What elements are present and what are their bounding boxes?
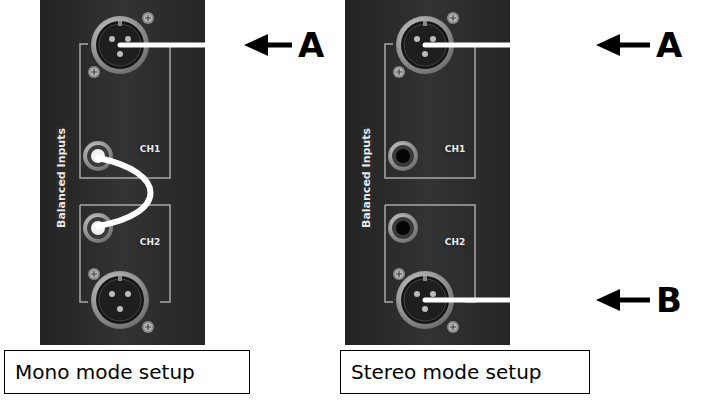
- caption-box: Mono mode setup: [4, 350, 250, 394]
- caption-text: Stereo mode setup: [351, 360, 542, 384]
- callout-letter: A: [656, 28, 682, 62]
- channel-label: CH2: [443, 238, 467, 248]
- channel-label: CH1: [443, 145, 467, 155]
- channel-label: CH1: [138, 145, 162, 155]
- mono-panel-illustration: [40, 0, 205, 345]
- input-panel: Balanced Inputs CH1CH2: [345, 0, 510, 345]
- input-panel: Balanced Inputs CH1CH2: [40, 0, 205, 345]
- channel-label: CH2: [138, 238, 162, 248]
- pointer-arrows: [120, 34, 650, 311]
- callout-letter: A: [298, 28, 324, 62]
- panel-heading: Balanced Inputs: [361, 126, 373, 230]
- caption-text: Mono mode setup: [15, 360, 195, 384]
- caption-box: Stereo mode setup: [340, 350, 590, 394]
- callout-letter: B: [656, 283, 682, 317]
- stereo-panel-illustration: [345, 0, 510, 345]
- jumper-cable: [98, 158, 151, 226]
- panel-heading: Balanced Inputs: [56, 126, 68, 230]
